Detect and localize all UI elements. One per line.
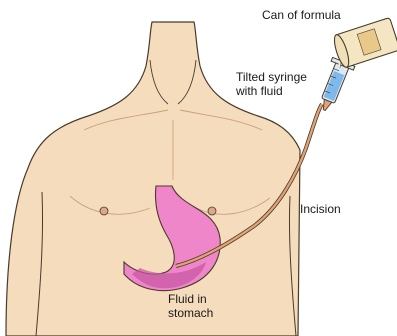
label-incision: Incision bbox=[300, 202, 341, 216]
right-nipple bbox=[208, 207, 216, 215]
formula-can bbox=[332, 18, 397, 69]
label-tilted-syringe-line2: with fluid bbox=[236, 84, 307, 98]
label-tilted-syringe-line1: Tilted syringe bbox=[236, 70, 307, 84]
label-fluid-line1: Fluid in bbox=[168, 292, 213, 306]
label-tilted-syringe: Tilted syringe with fluid bbox=[236, 70, 307, 98]
left-nipple bbox=[100, 207, 108, 215]
label-fluid-in-stomach: Fluid in stomach bbox=[168, 292, 213, 320]
label-fluid-line2: stomach bbox=[168, 306, 213, 320]
label-can-of-formula: Can of formula bbox=[262, 8, 341, 22]
